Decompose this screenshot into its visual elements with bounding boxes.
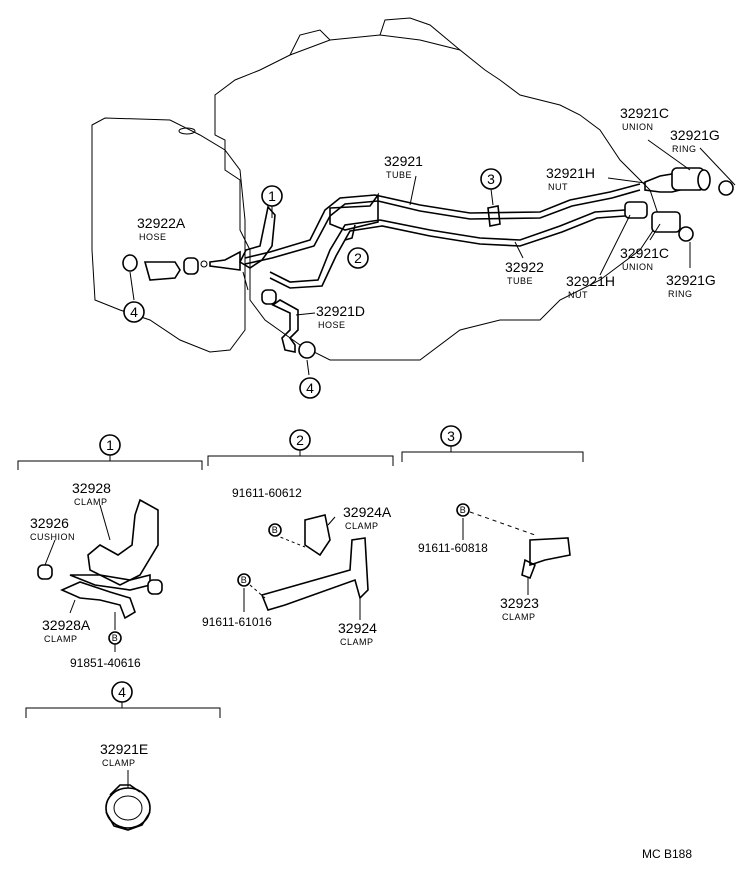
label-32922-tube: 32922 TUBE [505, 259, 544, 286]
section-4-parts [105, 770, 151, 831]
section-1-parts: B [37, 498, 163, 652]
label-32923-clamp: 32923 CLAMP [500, 595, 539, 622]
callout-3-top: 3 [480, 168, 502, 206]
svg-text:CLAMP: CLAMP [340, 637, 374, 647]
label-32921H-nut-top: 32921H NUT [546, 165, 595, 192]
cooler-tubes [244, 175, 641, 289]
svg-text:32923: 32923 [500, 595, 539, 611]
section-4-header: 4 [25, 681, 221, 718]
svg-text:4: 4 [118, 684, 126, 700]
svg-text:CLAMP: CLAMP [102, 758, 136, 768]
callout-4-left: 4 [123, 301, 145, 323]
svg-text:CLAMP: CLAMP [502, 612, 536, 622]
svg-text:32921C: 32921C [620, 105, 669, 121]
label-32926-cushion: 32926 CUSHION [30, 515, 75, 542]
transmission-outline [91, 117, 246, 353]
section-3-parts: B [456, 503, 571, 595]
svg-text:1: 1 [106, 437, 114, 453]
svg-text:32924A: 32924A [343, 504, 392, 520]
svg-text:32921C: 32921C [620, 245, 669, 261]
code-91851-40616: 91851-40616 [70, 656, 141, 670]
engine-outline [214, 17, 661, 361]
svg-text:UNION: UNION [622, 122, 654, 132]
label-32921G-ring-bottom: 32921G RING [666, 272, 716, 299]
svg-text:3: 3 [447, 428, 455, 444]
svg-text:32922: 32922 [505, 259, 544, 275]
label-32928-clamp: 32928 CLAMP [72, 480, 111, 507]
svg-text:32922A: 32922A [137, 215, 186, 231]
label-32924A-clamp: 32924A CLAMP [343, 504, 392, 531]
svg-text:4: 4 [306, 380, 314, 396]
svg-text:32921H: 32921H [546, 165, 595, 181]
svg-text:4: 4 [130, 304, 138, 320]
label-32921C-union-top: 32921C UNION [620, 105, 669, 132]
svg-text:32924: 32924 [338, 620, 377, 636]
svg-text:2: 2 [296, 432, 304, 448]
svg-text:1: 1 [268, 188, 276, 204]
label-32921-tube: 32921 TUBE [384, 153, 423, 180]
callout-2-top: 2 [347, 247, 369, 269]
section-3-header: 3 [401, 425, 584, 462]
right-fittings [599, 139, 736, 276]
svg-text:TUBE: TUBE [507, 276, 533, 286]
svg-text:32921: 32921 [384, 153, 423, 169]
label-32921C-union-bottom: 32921C UNION [620, 245, 669, 272]
section-2-header: 2 [207, 429, 394, 466]
svg-text:CLAMP: CLAMP [345, 521, 379, 531]
svg-text:HOSE: HOSE [139, 232, 167, 242]
svg-text:CLAMP: CLAMP [44, 634, 78, 644]
svg-text:RING: RING [668, 289, 693, 299]
svg-text:32921G: 32921G [670, 127, 720, 143]
svg-text:CLAMP: CLAMP [74, 497, 108, 507]
code-91611-60612: 91611-60612 [232, 486, 302, 500]
left-fittings [122, 205, 316, 376]
svg-text:B: B [460, 505, 467, 515]
callout-1-top: 1 [261, 185, 283, 218]
label-32921E-clamp: 32921E CLAMP [100, 741, 148, 768]
svg-text:32926: 32926 [30, 515, 69, 531]
label-32928A-clamp: 32928A CLAMP [42, 617, 91, 644]
svg-text:32921H: 32921H [566, 273, 615, 289]
svg-text:2: 2 [354, 250, 362, 266]
svg-text:NUT: NUT [548, 182, 568, 192]
svg-text:CUSHION: CUSHION [30, 532, 75, 542]
code-91611-61016: 91611-61016 [202, 615, 272, 629]
svg-text:32928A: 32928A [42, 617, 91, 633]
label-32921H-nut-bottom: 32921H NUT [566, 273, 615, 300]
svg-text:B: B [112, 633, 119, 643]
svg-text:32921D: 32921D [316, 303, 365, 319]
label-32921G-ring-top: 32921G RING [670, 127, 720, 154]
svg-text:TUBE: TUBE [386, 170, 412, 180]
svg-text:B: B [272, 525, 279, 535]
callout-4-bottom: 4 [299, 377, 321, 399]
label-32921D-hose: 32921D HOSE [316, 303, 365, 330]
svg-text:RING: RING [672, 144, 697, 154]
svg-text:32921E: 32921E [100, 741, 148, 757]
svg-text:B: B [241, 575, 248, 585]
label-32924-clamp: 32924 CLAMP [338, 620, 377, 647]
svg-text:HOSE: HOSE [318, 320, 346, 330]
section-2-parts: B B [237, 514, 369, 620]
svg-text:UNION: UNION [622, 262, 654, 272]
code-91611-60818: 91611-60818 [418, 541, 488, 555]
svg-text:32921G: 32921G [666, 272, 716, 288]
section-1-header: 1 [17, 434, 203, 470]
svg-text:NUT: NUT [568, 290, 588, 300]
label-32922A-hose: 32922A HOSE [137, 215, 186, 242]
figure-code: MC B188 [642, 847, 692, 861]
svg-text:32928: 32928 [72, 480, 111, 496]
svg-text:3: 3 [487, 171, 495, 187]
